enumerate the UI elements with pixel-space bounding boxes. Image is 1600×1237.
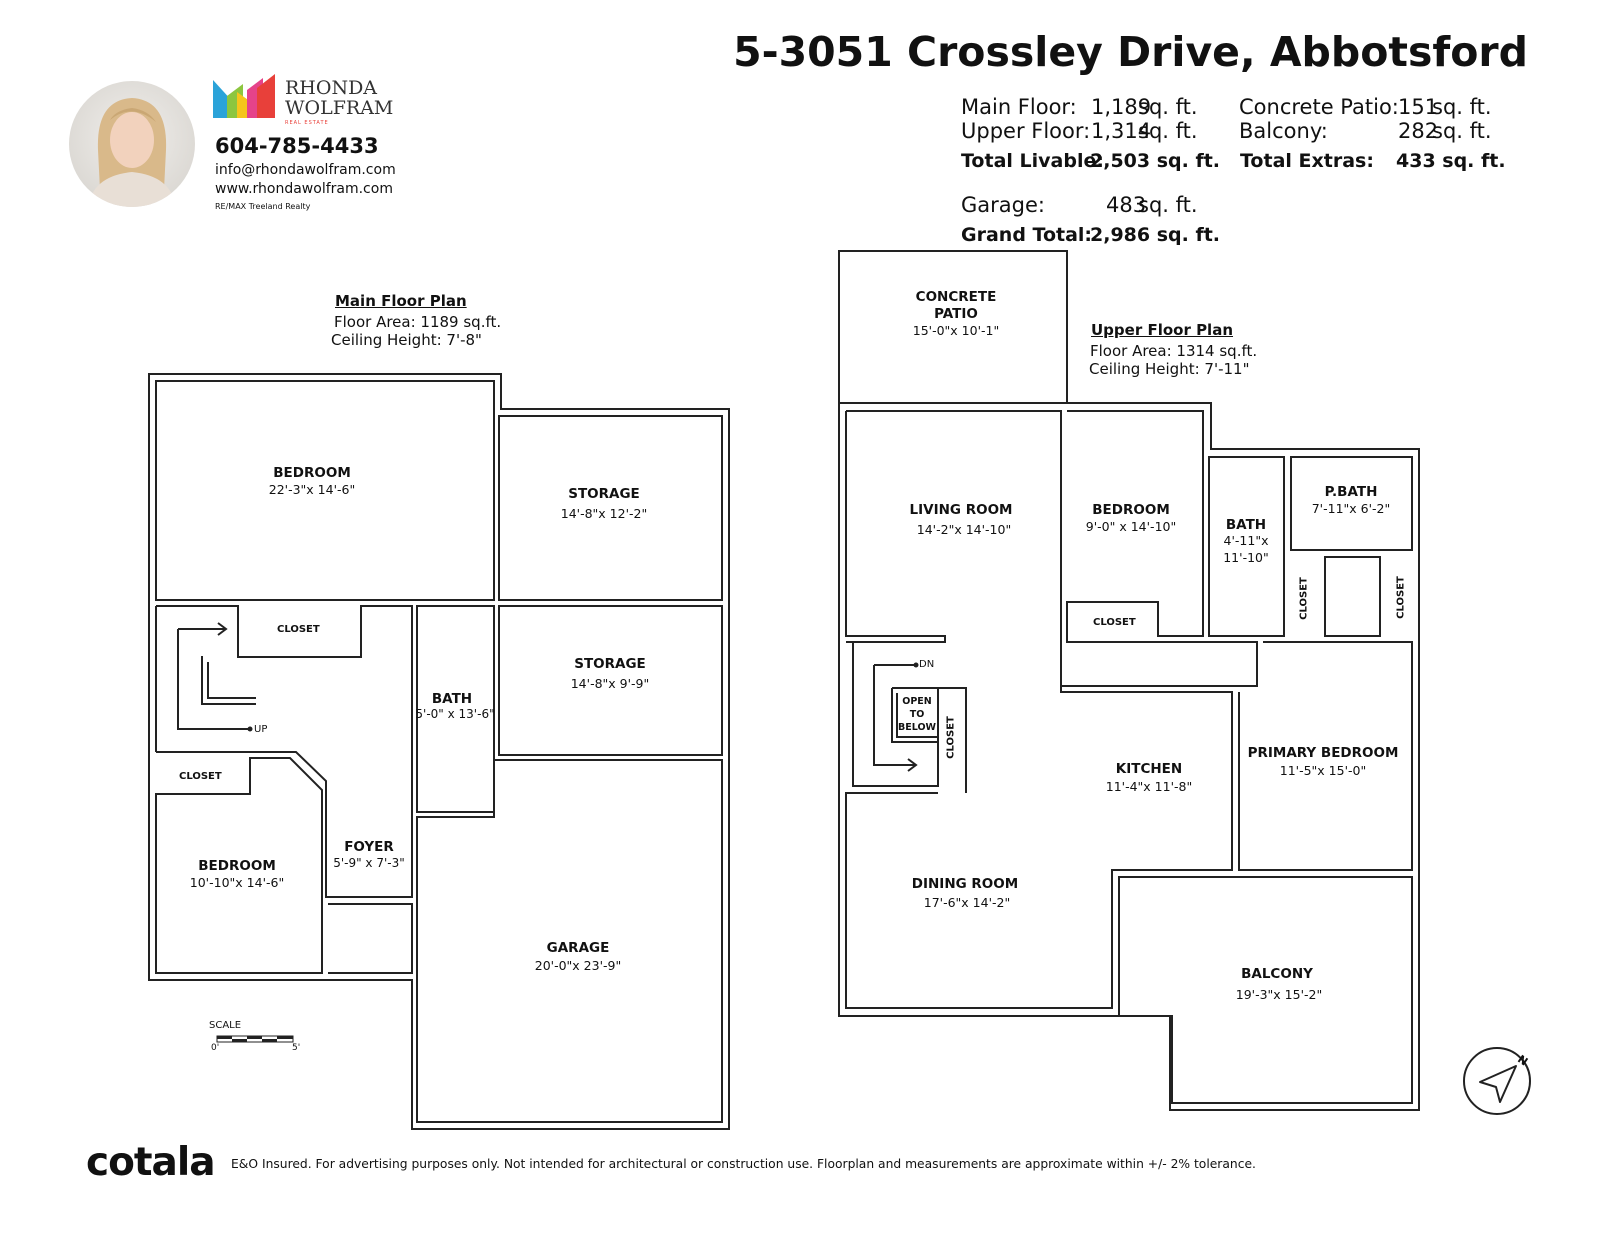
room-foyer-dims: 5'-9" x 7'-3" [333, 856, 405, 870]
main-floor-walls [148, 373, 730, 1130]
agent-logo-icon [213, 74, 275, 118]
room-storage-1-name: STORAGE [568, 486, 640, 502]
room-pbath-name: P.BATH [1324, 484, 1378, 500]
total-livable-label: Total Livable: [961, 150, 1104, 172]
cotala-logo: cotala [86, 1140, 216, 1185]
room-bath-dims: 5'-0" x 13'-6" [415, 707, 495, 721]
logo-tagline: REAL ESTATE [285, 120, 329, 126]
room-closet-vertical-1: CLOSET [1298, 577, 1310, 620]
room-patio-name-1: CONCRETE [915, 289, 997, 305]
main-floor-ceiling: Ceiling Height: 7'-8" [331, 331, 482, 349]
concrete-patio-unit: sq. ft. [1432, 95, 1492, 119]
upper-floor-area: Floor Area: 1314 sq.ft. [1090, 342, 1258, 360]
scale-start: 0' [211, 1043, 220, 1053]
upper-floor-walls [838, 250, 1420, 1111]
concrete-patio-label: Concrete Patio: [1239, 95, 1399, 119]
room-upper-bath-dims-2: 11'-10" [1223, 550, 1269, 565]
agent-photo [69, 81, 195, 207]
agent-email[interactable]: info@rhondawolfram.com [215, 162, 396, 178]
compass-north-icon [1463, 1047, 1531, 1115]
room-closet-vertical-2: CLOSET [1395, 576, 1407, 619]
agent-website[interactable]: www.rhondawolfram.com [215, 181, 393, 197]
total-livable-value: 2,503 sq. ft. [1090, 150, 1221, 172]
room-closet-2-name: CLOSET [179, 771, 222, 782]
room-dining-dims: 17'-6"x 14'-2" [923, 895, 1011, 910]
room-storage-2-dims: 14'-8"x 9'-9" [570, 676, 650, 691]
open-label-2: TO [909, 709, 925, 720]
grand-total-value: 2,986 sq. ft. [1090, 224, 1221, 246]
room-bedroom-1-name: BEDROOM [273, 465, 351, 481]
logo-red-shape [257, 74, 275, 118]
room-storage-2-name: STORAGE [574, 656, 646, 672]
stair-up-label: UP [254, 724, 268, 735]
room-garage-name: GARAGE [546, 940, 610, 956]
room-primary-bedroom-name: PRIMARY BEDROOM [1247, 745, 1399, 761]
main-floor-area: Floor Area: 1189 sq.ft. [334, 313, 502, 331]
room-bedroom-1-dims: 22'-3"x 14'-6" [268, 482, 356, 497]
room-patio-name-2: PATIO [934, 306, 978, 322]
open-label-1: OPEN [902, 696, 932, 707]
grand-total-label: Grand Total: [961, 224, 1093, 246]
open-label-3: BELOW [898, 722, 936, 733]
total-extras-label: Total Extras: [1240, 150, 1374, 172]
room-pbath-dims: 7'-11"x 6'-2" [1311, 501, 1391, 516]
main-floor-label: Main Floor: [961, 95, 1077, 119]
room-dining-name: DINING ROOM [911, 876, 1019, 892]
logo-name-last: WOLFRAM [285, 97, 394, 119]
balcony-value: 282 [1398, 119, 1439, 143]
room-living-name: LIVING ROOM [909, 502, 1013, 518]
room-bedroom-2-dims: 10'-10"x 14'-6" [189, 875, 285, 890]
room-upper-bath-name: BATH [1225, 517, 1267, 533]
room-upper-bath-dims-1: 4'-11"x [1223, 533, 1269, 548]
room-balcony-dims: 19'-3"x 15'-2" [1235, 987, 1323, 1002]
scale-label: SCALE [209, 1020, 242, 1031]
agent-phone[interactable]: 604-785-4433 [215, 134, 379, 158]
logo-name-first: RHONDA [285, 77, 378, 99]
agent-brokerage: RE/MAX Treeland Realty [215, 202, 311, 211]
garage-value: 483 [1106, 193, 1147, 217]
open-to-below-label: OPEN TO BELOW [893, 695, 941, 734]
room-primary-bedroom-dims: 11'-5"x 15'-0" [1279, 763, 1367, 778]
main-floor-value: 1,189 [1091, 95, 1152, 119]
room-closet-1-name: CLOSET [277, 624, 320, 635]
concrete-patio-value: 151 [1398, 95, 1439, 119]
room-living-dims: 14'-2"x 14'-10" [916, 522, 1012, 537]
room-balcony-name: BALCONY [1241, 966, 1313, 982]
upper-floor-unit: sq. ft. [1138, 119, 1198, 143]
upper-floor-heading: Upper Floor Plan [1091, 321, 1234, 339]
room-upper-bedroom-name: BEDROOM [1092, 502, 1170, 518]
property-address-title: 5-3051 Crossley Drive, Abbotsford [733, 28, 1528, 76]
room-bath-name: BATH [431, 691, 473, 707]
upper-floor-ceiling: Ceiling Height: 7'-11" [1089, 360, 1250, 378]
stair-down-label: DN [919, 659, 935, 670]
balcony-unit: sq. ft. [1432, 119, 1492, 143]
room-bedroom-2-name: BEDROOM [198, 858, 276, 874]
room-foyer-name: FOYER [344, 839, 394, 855]
garage-unit: sq. ft. [1138, 193, 1198, 217]
room-kitchen-name: KITCHEN [1115, 761, 1183, 777]
total-extras-value: 433 sq. ft. [1396, 150, 1506, 172]
room-kitchen-dims: 11'-4"x 11'-8" [1105, 779, 1193, 794]
room-patio-dims: 15'-0"x 10'-1" [912, 323, 1000, 338]
upper-floor-label: Upper Floor: [961, 119, 1091, 143]
room-stair-closet: CLOSET [945, 716, 957, 759]
scale-end: 5' [292, 1043, 301, 1053]
upper-floor-value: 1,314 [1091, 119, 1152, 143]
room-upper-bedroom-dims: 9'-0" x 14'-10" [1085, 519, 1177, 534]
agent-logo-text: RHONDA WOLFRAM [285, 78, 393, 118]
room-storage-1-dims: 14'-8"x 12'-2" [560, 506, 648, 521]
room-upper-bedroom-closet: CLOSET [1093, 617, 1136, 628]
room-garage-dims: 20'-0"x 23'-9" [534, 958, 622, 973]
scale-bar [216, 1035, 294, 1043]
garage-label: Garage: [961, 193, 1045, 217]
main-floor-heading: Main Floor Plan [335, 292, 467, 310]
main-floor-unit: sq. ft. [1138, 95, 1198, 119]
footer-disclaimer: E&O Insured. For advertising purposes on… [231, 1157, 1256, 1171]
balcony-label: Balcony: [1239, 119, 1328, 143]
